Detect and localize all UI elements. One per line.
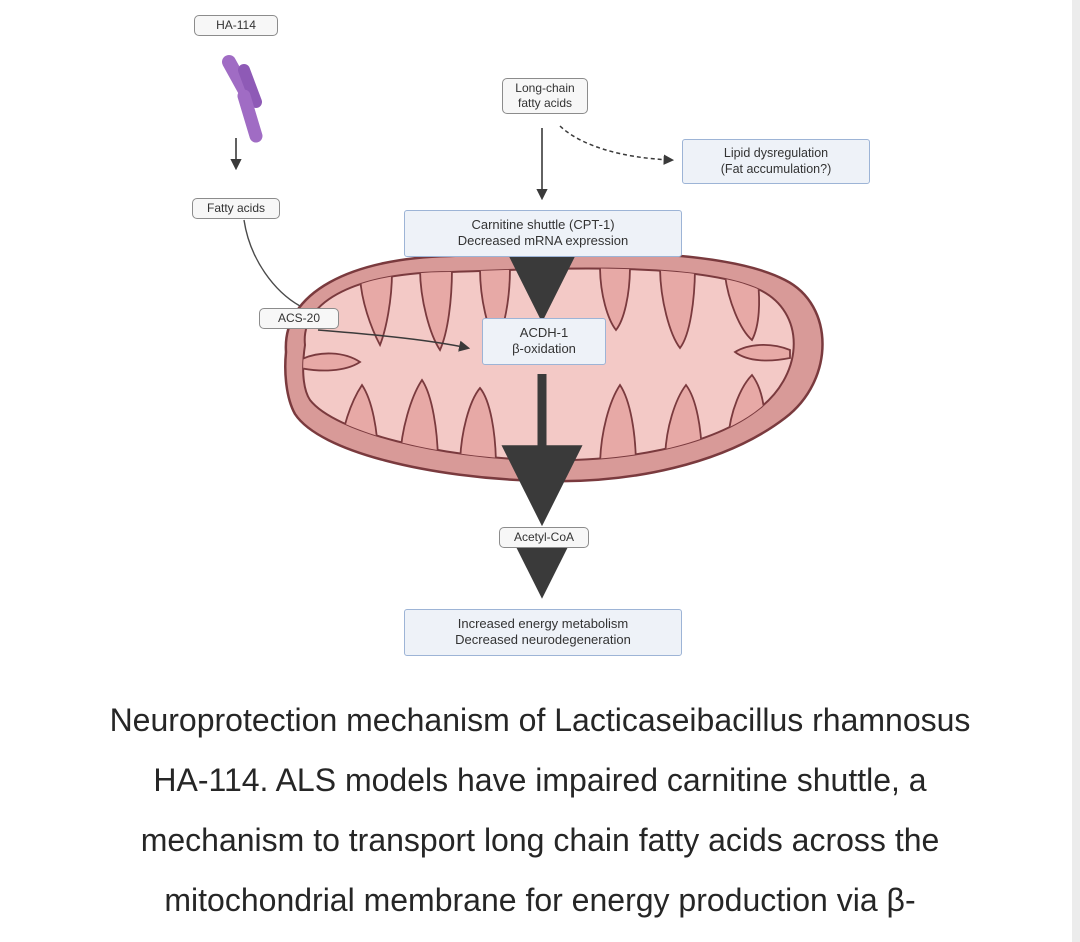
bacterium-ha114-icon <box>222 55 263 143</box>
caption-line: HA-114. ALS models have impaired carniti… <box>153 762 927 798</box>
acs20-label: ACS-20 <box>259 308 339 329</box>
mechanism-diagram: HA-114 Fatty acids Long-chain fatty acid… <box>192 15 870 656</box>
acdh1-box: ACDH-1 β-oxidation <box>482 318 606 365</box>
caption-line: mitochondrial membrane for energy produc… <box>164 882 916 918</box>
outcome-box: Increased energy metabolism Decreased ne… <box>404 609 682 656</box>
carnitine-shuttle-box: Carnitine shuttle (CPT-1) Decreased mRNA… <box>404 210 682 257</box>
fatty-acids-curve <box>243 219 301 307</box>
long-chain-fatty-acids-label: Long-chain fatty acids <box>502 78 588 114</box>
fatty-acids-label: Fatty acids <box>192 198 280 219</box>
lipid-dysregulation-dashed-arrow <box>559 125 675 165</box>
scrollbar-track[interactable] <box>1072 0 1080 942</box>
acs20-to-acdh-arrow <box>317 329 471 352</box>
acetyl-coa-label: Acetyl-CoA <box>499 527 589 548</box>
figure-caption: Neuroprotection mechanism of Lacticaseib… <box>20 690 1060 930</box>
caption-line: mechanism to transport long chain fatty … <box>140 822 940 858</box>
caption-line: Neuroprotection mechanism of Lacticaseib… <box>109 702 971 738</box>
mitochondrion-shape <box>284 250 824 483</box>
lipid-dysregulation-box: Lipid dysregulation (Fat accumulation?) <box>682 139 870 185</box>
ha114-label: HA-114 <box>194 15 278 36</box>
